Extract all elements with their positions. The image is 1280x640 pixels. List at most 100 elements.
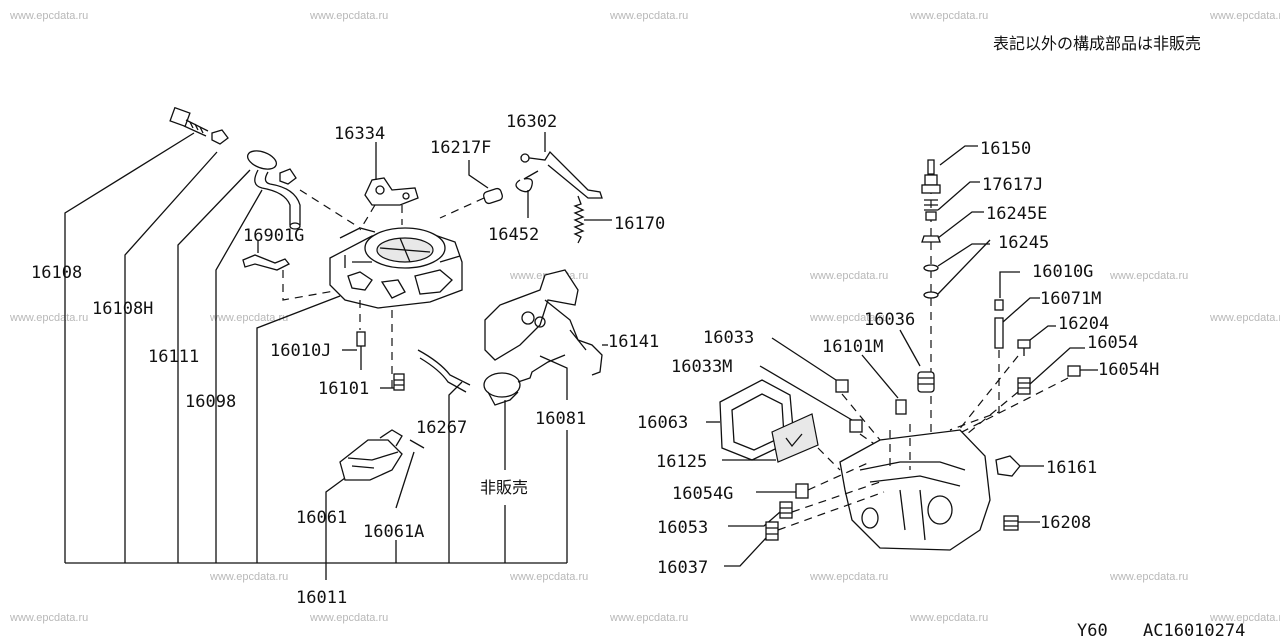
- leader-16061: [325, 477, 346, 563]
- dash-16071M: [949, 350, 1000, 431]
- part-label-16011: 16011: [296, 588, 347, 608]
- dash-16901G: [282, 270, 341, 301]
- pipe-16111-part: [246, 150, 301, 230]
- leader-16150: [939, 145, 978, 166]
- leader-16033: [771, 337, 837, 381]
- watermark: www.epcdata.ru: [910, 612, 989, 624]
- part-label-16033: 16033: [703, 328, 754, 348]
- plug-16208-part: [1003, 515, 1019, 531]
- leader-16111: [177, 169, 251, 563]
- sleeve-16217F-part: [482, 187, 504, 205]
- watermark: www.epcdata.ru: [10, 10, 89, 22]
- screw-16101-part: [393, 373, 405, 391]
- footer-model: Y60: [1077, 621, 1108, 640]
- leader-16101M: [861, 354, 899, 399]
- dash-16033: [841, 393, 881, 441]
- part-label-16101: 16101: [318, 379, 369, 399]
- leader-16245E: [937, 211, 984, 239]
- hose-16267-part: [417, 349, 471, 393]
- valve-16036-part: [917, 371, 935, 393]
- bracket-16141-part: [484, 269, 603, 376]
- footer-code: AC16010274: [1143, 621, 1245, 640]
- jet-16010J-part: [356, 331, 366, 370]
- cover-16334-part: [364, 177, 419, 206]
- bracket-16901G-part: [242, 254, 291, 271]
- watermark: www.epcdata.ru: [810, 571, 889, 583]
- watermark: www.epcdata.ru: [210, 571, 289, 583]
- jet-16054H-part: [1067, 365, 1081, 377]
- watermark: www.epcdata.ru: [610, 10, 689, 22]
- part-label-16204: 16204: [1058, 314, 1109, 334]
- dash-16204: [945, 355, 1019, 447]
- leader-16108H: [124, 151, 218, 563]
- part-label-16901G: 16901G: [243, 226, 304, 246]
- watermark: www.epcdata.ru: [910, 10, 989, 22]
- not-sold-label: 非販売: [480, 478, 528, 497]
- part-label-16054H: 16054H: [1098, 360, 1159, 380]
- part-label-16098: 16098: [185, 392, 236, 412]
- dash-16053: [791, 481, 881, 513]
- leader-16267: [448, 381, 463, 563]
- pin-16061A-part: [409, 439, 425, 449]
- clip-16098-part: [279, 168, 297, 185]
- cover-16061-part: [339, 429, 403, 481]
- leader-16245-alt: [937, 239, 991, 295]
- carburetor-body-part: [329, 227, 463, 309]
- leader-16036: [899, 329, 921, 367]
- bracket-16161-part: [995, 455, 1021, 477]
- plug-16204-part: [1017, 339, 1031, 356]
- leader-16053: [728, 511, 781, 527]
- bolt-16108-part: [169, 106, 209, 137]
- part-label-16108H: 16108H: [92, 299, 153, 319]
- part-label-16245: 16245: [998, 233, 1049, 253]
- watermark: www.epcdata.ru: [1210, 612, 1280, 624]
- watermark: www.epcdata.ru: [1210, 312, 1280, 324]
- dash-16334: [359, 204, 403, 231]
- dash-16125: [817, 447, 841, 471]
- non-sale-note: 表記以外の構成部品は非販売: [993, 34, 1201, 53]
- spring-17617J-part: [924, 199, 938, 221]
- dash-base: [889, 424, 911, 470]
- part-label-16033M: 16033M: [671, 357, 732, 377]
- washer-16108H-part: [211, 129, 229, 145]
- part-label-16010J: 16010J: [270, 341, 331, 361]
- part-label-16053: 16053: [657, 518, 708, 538]
- part-label-16267: 16267: [416, 418, 467, 438]
- leader-16037: [724, 537, 767, 567]
- leader-16108: [64, 132, 195, 563]
- part-label-16245E: 16245E: [986, 204, 1047, 224]
- leader-16217F: [468, 160, 489, 189]
- part-label-16101M: 16101M: [822, 337, 883, 357]
- leader-16010G: [999, 271, 1020, 298]
- part-label-16161: 16161: [1046, 458, 1097, 478]
- tube-16071M-part: [994, 317, 1004, 349]
- lever-16302-part: [520, 150, 603, 199]
- part-label-16037: 16037: [657, 558, 708, 578]
- watermark: www.epcdata.ru: [1110, 571, 1189, 583]
- part-label-17617J: 17617J: [982, 175, 1043, 195]
- part-label-16208: 16208: [1040, 513, 1091, 533]
- jet-16037-part: [765, 521, 779, 541]
- part-label-16170: 16170: [614, 214, 665, 234]
- leader-16098: [215, 189, 263, 563]
- watermark: www.epcdata.ru: [810, 270, 889, 282]
- watermark: www.epcdata.ru: [10, 312, 89, 324]
- part-label-16071M: 16071M: [1040, 289, 1101, 309]
- part-label-16302: 16302: [506, 112, 557, 132]
- part-label-16063: 16063: [637, 413, 688, 433]
- part-label-16125: 16125: [656, 452, 707, 472]
- part-label-16217F: 16217F: [430, 138, 491, 158]
- watermark: www.epcdata.ru: [10, 612, 89, 624]
- part-label-16081: 16081: [535, 409, 586, 429]
- screw-16101M-part: [895, 399, 907, 415]
- part-label-16108: 16108: [31, 263, 82, 283]
- jet-16054-part: [1017, 377, 1031, 395]
- part-label-16150: 16150: [980, 139, 1031, 159]
- screw-16033M-part: [849, 419, 863, 433]
- plate-16125-part: [771, 413, 819, 463]
- leader-16010-body: [256, 295, 341, 563]
- watermark: www.epcdata.ru: [810, 312, 889, 324]
- part-label-16010G: 16010G: [1032, 262, 1093, 282]
- part-label-16036: 16036: [864, 310, 915, 330]
